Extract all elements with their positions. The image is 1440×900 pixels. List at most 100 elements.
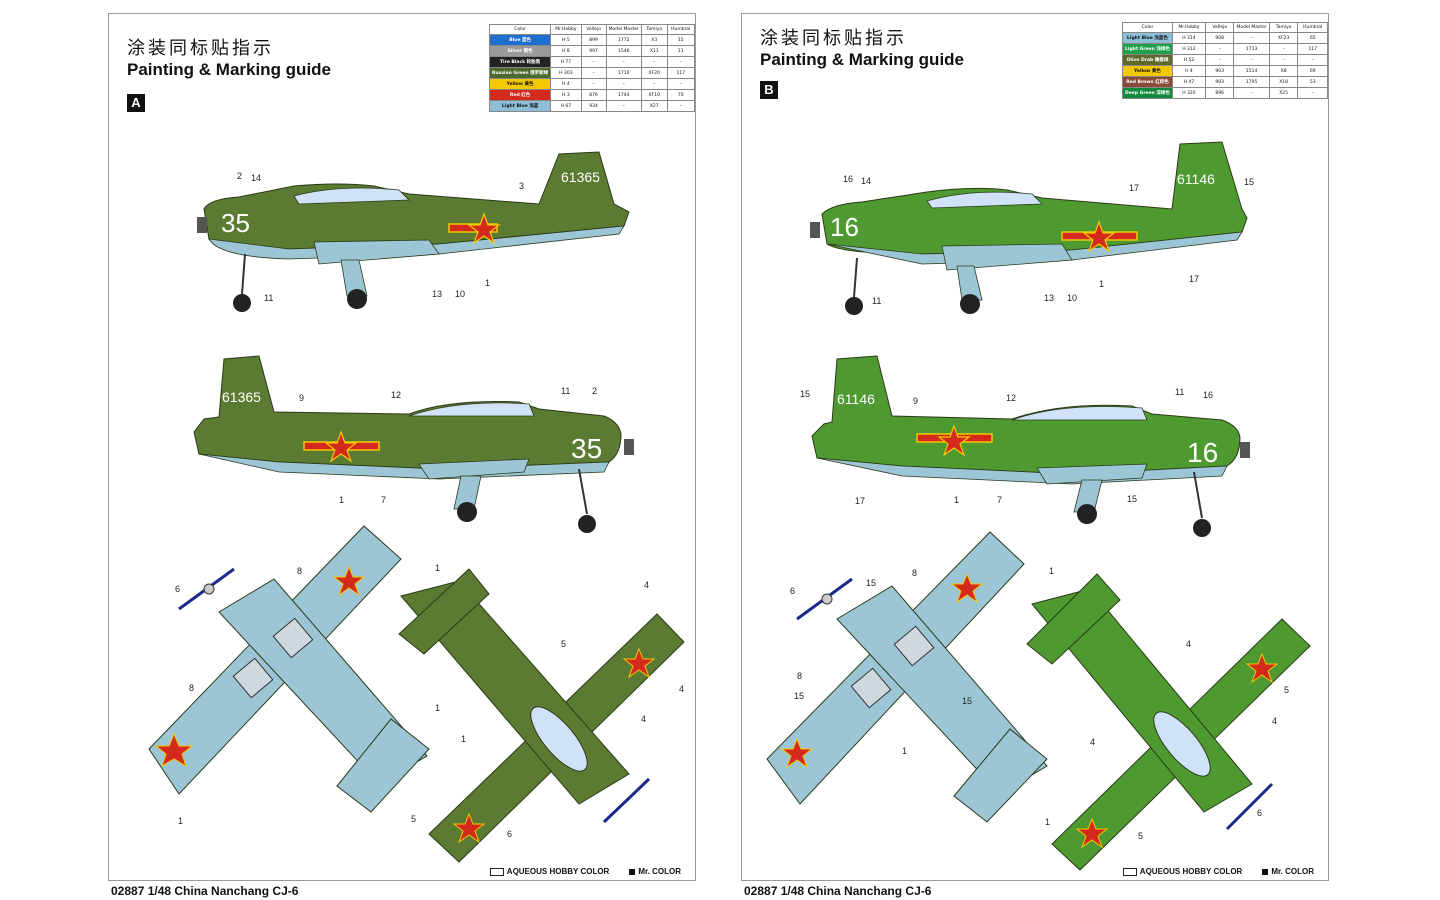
tail-number: 61146: [1177, 171, 1215, 187]
callout-number: 4: [641, 714, 646, 724]
callout-number: 14: [861, 176, 871, 186]
callout-number: 1: [178, 816, 183, 826]
callout-number: 2: [237, 171, 242, 181]
callout-number: 12: [391, 390, 401, 400]
callout-number: 2: [592, 386, 597, 396]
tail-number: 61365: [561, 169, 600, 185]
callout-number: 6: [175, 584, 180, 594]
underside-plan-view: [766, 531, 1048, 823]
legend-aqueous-label: AQUEOUS HOBBY COLOR: [1139, 867, 1243, 876]
callout-number: 8: [797, 671, 802, 681]
mr-color-square-icon: [1262, 868, 1269, 875]
callout-number: 5: [1284, 685, 1289, 695]
table-cell-mm: –: [605, 100, 642, 112]
callout-number: 7: [381, 495, 386, 505]
callout-number: 1: [485, 278, 490, 288]
callout-number: 7: [997, 495, 1002, 505]
callout-number: 4: [644, 580, 649, 590]
instruction-sheet-a: 涂装同标贴指示 Painting & Marking guide A Color…: [108, 13, 696, 881]
table-cell-humbrol: –: [1297, 87, 1328, 99]
paint-legend: AQUEOUS HOBBY COLOR Mr. COLOR: [489, 867, 681, 876]
table-cell-name: Deep Green 深绿色: [1122, 87, 1173, 99]
callout-number: 8: [912, 568, 917, 578]
callout-number: 1: [954, 495, 959, 505]
callout-number: 15: [1127, 494, 1137, 504]
callout-number: 1: [1099, 279, 1104, 289]
callout-number: 1: [339, 495, 344, 505]
callout-number: 4: [1272, 716, 1277, 726]
legend-mr-color-label: Mr. COLOR: [638, 867, 681, 876]
aircraft-nose-code-2: 35: [571, 433, 602, 464]
scheme-letter-badge: A: [127, 94, 145, 112]
callout-number: 17: [855, 496, 865, 506]
instruction-sheet-b: 涂装同标贴指示 Painting & Marking guide B Color…: [741, 13, 1329, 881]
callout-number: 4: [1186, 639, 1191, 649]
callout-number: 13: [1044, 293, 1054, 303]
underside-plan-view: [148, 525, 430, 813]
callout-number: 15: [962, 696, 972, 706]
callout-number: 3: [519, 181, 524, 191]
callout-number: 11: [561, 386, 570, 396]
callout-number: 6: [790, 586, 795, 596]
callout-number: 1: [902, 746, 907, 756]
aqueous-swatch-icon: [1122, 867, 1137, 876]
callout-number: 9: [299, 393, 304, 403]
callout-number: 8: [297, 566, 302, 576]
sheet-title-cn: 涂装同标贴指示: [127, 38, 274, 59]
aircraft-nose-code: 35: [221, 208, 250, 238]
tail-number-2: 61146: [837, 391, 875, 407]
top-plan-view: [398, 568, 685, 863]
paint-legend: AQUEOUS HOBBY COLOR Mr. COLOR: [1122, 867, 1314, 876]
table-cell-mm: –: [1233, 87, 1270, 99]
callout-number: 15: [794, 691, 804, 701]
table-cell-vallejo: 934: [580, 100, 607, 112]
sheet-caption-b: 02887 1/48 China Nanchang CJ-6: [744, 884, 932, 898]
sheet-title-cn: 涂装同标贴指示: [760, 28, 907, 49]
side-view-right: 16 61146: [811, 355, 1250, 537]
callout-number: 1: [435, 703, 440, 713]
table-cell-mm: 1710: [605, 67, 642, 79]
side-view-right: 35 61365: [193, 355, 634, 533]
callout-number: 10: [455, 289, 465, 299]
callout-number: 8: [189, 683, 194, 693]
table-cell-name: Light Green 浅绿色: [1122, 43, 1173, 55]
callout-number: 16: [843, 174, 853, 184]
callout-number: 14: [251, 173, 261, 183]
mr-color-square-icon: [629, 868, 636, 875]
callout-number: 5: [561, 639, 566, 649]
callout-number: 16: [1203, 390, 1213, 400]
callout-number: 4: [1090, 737, 1095, 747]
callout-number: 5: [1138, 831, 1143, 841]
callout-number: 13: [432, 289, 442, 299]
callout-number: 6: [507, 829, 512, 839]
callout-number: 17: [1129, 183, 1139, 193]
aircraft-illustrations: 16 61146 16 61146: [766, 141, 1311, 871]
side-view-left: 16 61146: [810, 141, 1248, 315]
callout-number: 9: [913, 396, 918, 406]
callout-number: 10: [1067, 293, 1077, 303]
callout-number: 15: [866, 578, 876, 588]
table-cell-name: Yellow 黄色: [1122, 65, 1173, 77]
callout-number: 1: [435, 563, 440, 573]
callout-number: 1: [1049, 566, 1054, 576]
callout-number: 1: [1045, 817, 1050, 827]
scheme-letter-badge: B: [760, 81, 778, 99]
sheet-title-en: Painting & Marking guide: [760, 50, 965, 69]
callout-number: 6: [1257, 808, 1262, 818]
callout-number: 5: [411, 814, 416, 824]
aqueous-swatch-icon: [489, 867, 504, 876]
callout-number: 11: [872, 296, 881, 306]
